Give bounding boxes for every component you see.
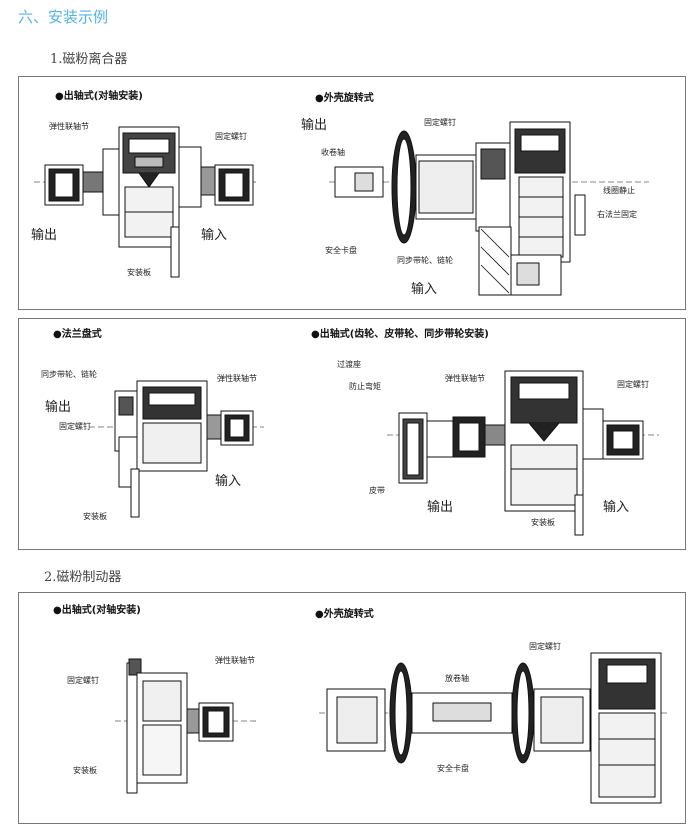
label-sync-belt: 同步带轮、链轮 <box>41 370 97 379</box>
brake-diagram-drawing <box>115 652 669 804</box>
label-brake-mount-plate: 安装板 <box>73 766 97 775</box>
panel-clutch-shaft-housing: ●出轴式(对轴安装) ●外壳旋转式 弹性联轴节 固定螺钉 输出 输入 安装板 输… <box>18 76 686 310</box>
panel1-right-title: ●外壳旋转式 <box>315 93 374 104</box>
label-r-output: 输出 <box>301 118 328 133</box>
label-output2: 输出 <box>45 400 72 415</box>
label-r-sync-belt: 同步带轮、链轮 <box>397 256 453 265</box>
label-fixing-screw2: 固定螺钉 <box>59 422 91 431</box>
label-r-transition: 过渡座 <box>337 360 361 369</box>
label-r-belt: 皮带 <box>369 486 385 495</box>
label-input: 输入 <box>201 228 228 243</box>
panel3-right-title: ●外壳旋转式 <box>315 609 374 620</box>
panel1-left-title: ●出轴式(对轴安装) <box>55 91 143 102</box>
label-mount-plate2: 安装板 <box>83 512 107 521</box>
label-r-winding-shaft: 收卷轴 <box>321 148 345 157</box>
label-r-fixing-screw: 固定螺钉 <box>424 118 456 127</box>
label-mount-plate: 安装板 <box>127 268 151 277</box>
label-fixing-screw: 固定螺钉 <box>215 132 247 141</box>
section-title-clutch: 1.磁粉离合器 <box>50 52 128 67</box>
label-r-anti-bend: 防止弯矩 <box>349 382 381 391</box>
label-r-coil-static: 线圈静止 <box>603 186 635 195</box>
label-r-right-flange: 右法兰固定 <box>597 210 637 219</box>
label-r-safety-clamp: 安全卡盘 <box>325 246 357 255</box>
label-elastic-coupling2: 弹性联轴节 <box>217 374 257 383</box>
label-brake-r-safety-clamp: 安全卡盘 <box>437 764 469 773</box>
panel2-left-title: ●法兰盘式 <box>53 329 102 340</box>
label-input2: 输入 <box>215 474 242 489</box>
label-brake-r-unwind-shaft: 放卷轴 <box>445 674 469 683</box>
label-brake-r-fixing-screw: 固定螺钉 <box>529 642 561 651</box>
label-brake-elastic-coupling: 弹性联轴节 <box>215 656 255 665</box>
label-output: 输出 <box>31 228 58 243</box>
label-brake-fixing-screw: 固定螺钉 <box>67 676 99 685</box>
clutch-diagram-drawing <box>34 121 649 296</box>
label-r-input: 输入 <box>411 282 438 297</box>
panel2-right-title: ●出轴式(齿轮、皮带轮、同步带轮安装) <box>311 329 489 340</box>
label-r-mount-plate2: 安装板 <box>531 518 555 527</box>
label-elastic-coupling: 弹性联轴节 <box>49 122 89 131</box>
panel-clutch-flange-gear: ●法兰盘式 ●出轴式(齿轮、皮带轮、同步带轮安装) 同步带轮、链轮 输出 固定螺… <box>18 318 686 550</box>
panel3-left-title: ●出轴式(对轴安装) <box>53 605 141 616</box>
label-r-elastic-coupling: 弹性联轴节 <box>445 374 485 383</box>
label-r-fixing-screw2: 固定螺钉 <box>617 380 649 389</box>
panel-brake: ●出轴式(对轴安装) ●外壳旋转式 固定螺钉 弹性联轴节 安装板 固定螺钉 放卷… <box>18 592 686 824</box>
label-r-output2: 输出 <box>427 500 454 515</box>
page-header: 六、安装示例 <box>18 8 109 26</box>
section-title-brake: 2.磁粉制动器 <box>44 570 122 585</box>
clutch-flange-drawing <box>89 370 659 536</box>
label-r-input2: 输入 <box>603 500 630 515</box>
